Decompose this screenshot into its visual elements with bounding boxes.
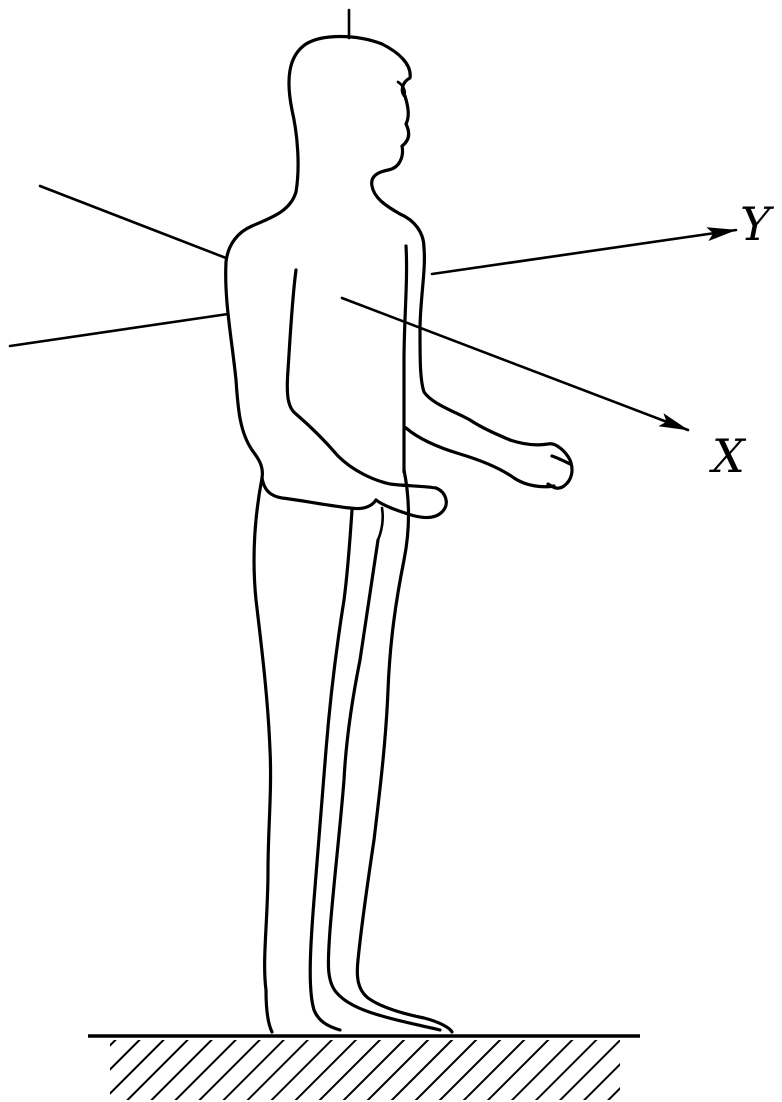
x-axis-line-front xyxy=(342,298,688,430)
ground-hatching xyxy=(110,1040,620,1100)
head-outline xyxy=(289,37,424,249)
front-leg-outline xyxy=(357,470,452,1032)
waist-outline xyxy=(262,478,376,509)
hip-curve xyxy=(378,508,383,540)
back-leg-outline xyxy=(254,478,272,1032)
human-figure xyxy=(226,37,572,1033)
near-arm-front xyxy=(404,246,407,472)
front-forearm-lower xyxy=(406,428,554,487)
near-hand xyxy=(376,488,446,518)
x-axis-line-back xyxy=(40,186,226,258)
ground xyxy=(88,1036,640,1100)
back-leg-front xyxy=(328,540,440,1030)
y-axis-label: Y xyxy=(740,197,775,251)
back-shoulder-outline xyxy=(226,192,296,262)
x-axis-label: X xyxy=(709,429,747,483)
near-arm-back xyxy=(287,270,436,488)
back-torso-outline xyxy=(226,262,263,478)
y-axis-line-front xyxy=(432,230,736,274)
y-axis-line-back xyxy=(10,314,228,346)
